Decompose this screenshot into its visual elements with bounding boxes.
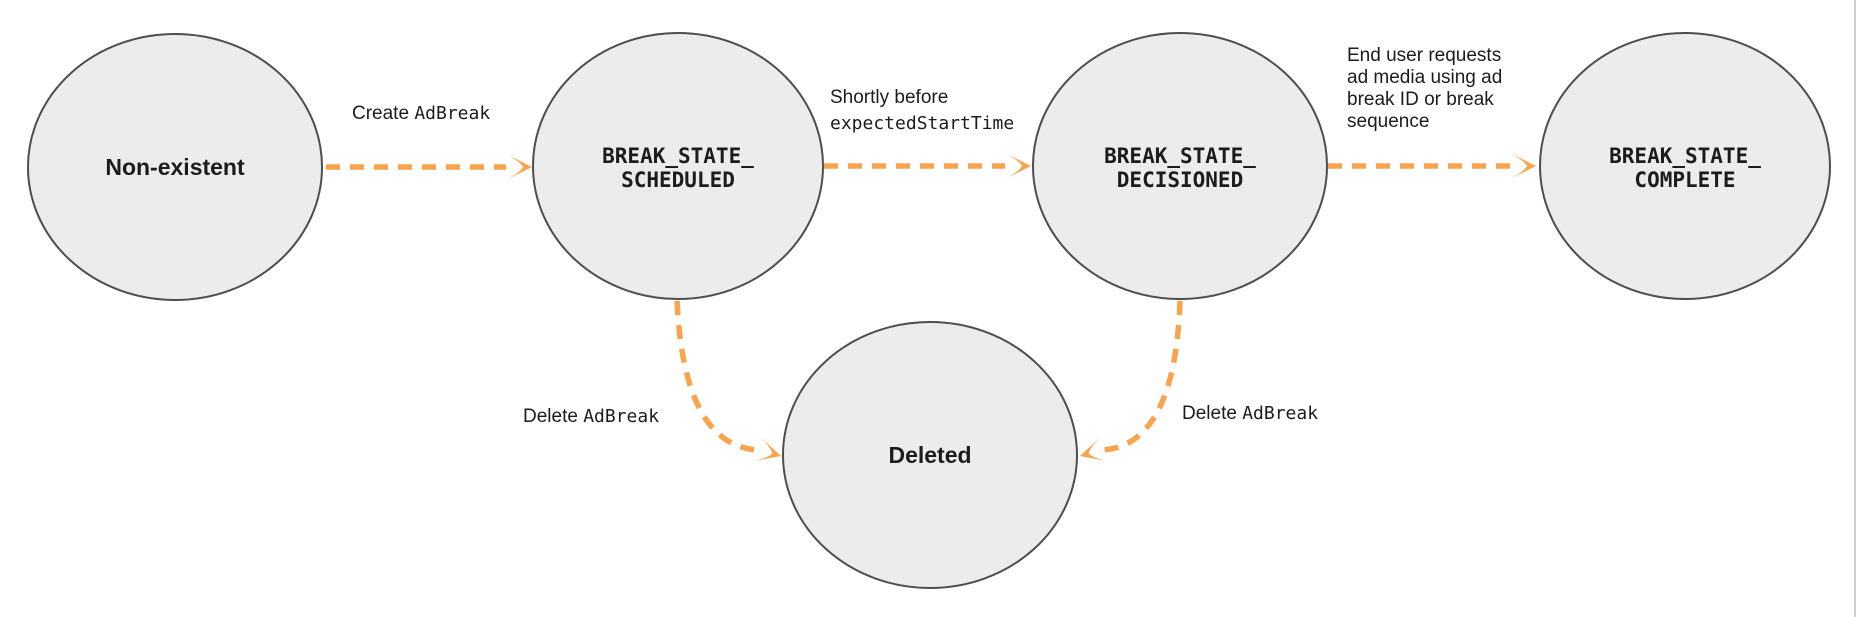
transition-edge-delete-adbreak-from-decisioned: [1101, 300, 1183, 453]
state-node-break-state-complete: [1539, 32, 1831, 300]
state-node-non-existent: [27, 33, 323, 301]
state-node-break-state-decisioned: [1032, 32, 1328, 300]
content-edge-divider: [1854, 0, 1856, 617]
arrowhead-icon: [1007, 154, 1031, 178]
arrowhead-icon: [1512, 154, 1536, 178]
state-node-break-state-scheduled: [532, 32, 824, 300]
arrowhead-icon: [1080, 437, 1107, 461]
state-node-deleted: [782, 321, 1078, 589]
arrowhead-icon: [754, 437, 781, 461]
transition-edge-delete-adbreak-from-scheduled: [674, 300, 759, 453]
arrowhead-icon: [508, 155, 532, 179]
